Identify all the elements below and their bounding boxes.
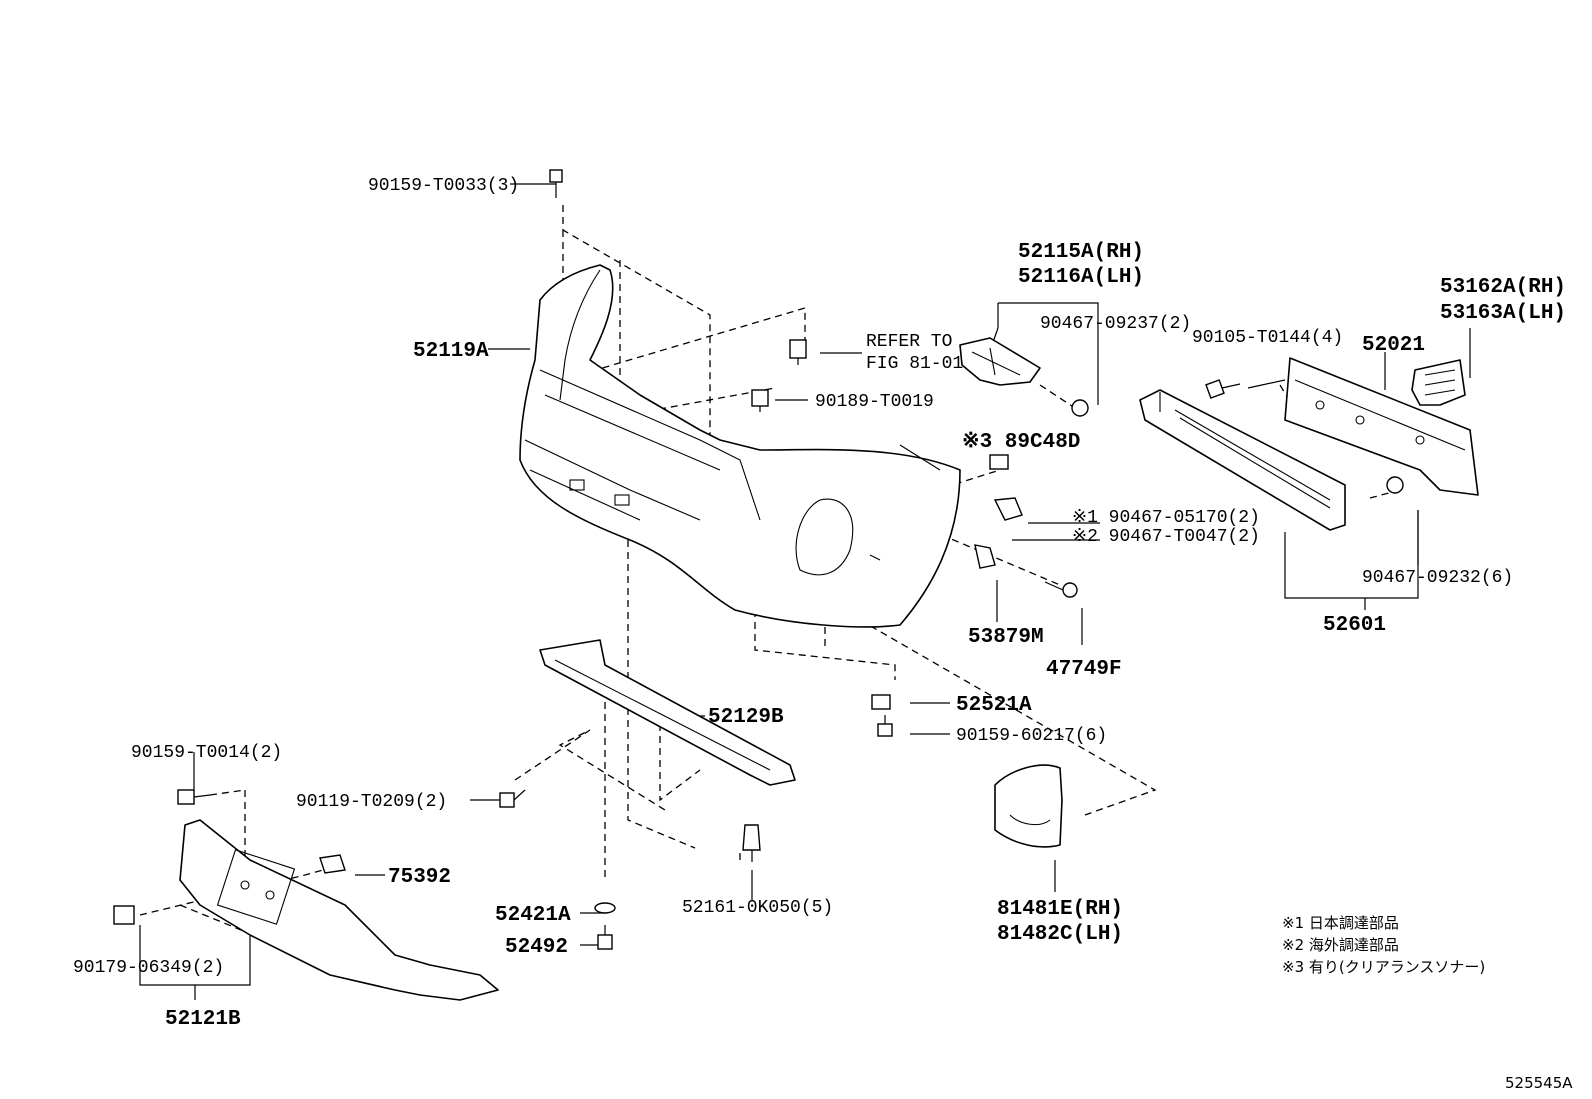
callout-53162a: 53162A(RH) [1440, 276, 1566, 299]
callout-52021: 52021 [1362, 334, 1425, 357]
callout-90467-t0047: ※2 90467-T0047(2) [1072, 527, 1260, 547]
bracket-53162a [1411, 359, 1466, 406]
lower-cover-52121b [179, 819, 499, 1001]
bolt-52492-icon [597, 925, 613, 950]
callout-52492: 52492 [505, 936, 568, 959]
bolt-90105-t0144-icon [1205, 379, 1241, 399]
illustration-id: 525545A [1505, 1074, 1573, 1092]
callout-90467-05170: ※1 90467-05170(2) [1072, 508, 1260, 528]
callout-90105-t0144: 90105-T0144(4) [1192, 328, 1343, 348]
callout-labels: 90159-T0033(3) 52119A REFER TO FIG 81-01… [73, 176, 1566, 1031]
clip-52161-0k050-icon [742, 824, 761, 862]
notes-legend: ※1 日本調達部品 ※2 海外調達部品 ※3 有り(クリアランスソナー) [1282, 914, 1485, 976]
clip-90189-t0019-icon [751, 389, 769, 412]
callout-90467-09232: 90467-09232(6) [1362, 568, 1513, 588]
lower-support-52129b [539, 639, 796, 786]
rear-bumper-cover [519, 264, 961, 628]
callout-refer-to: REFER TO [866, 332, 952, 352]
leader-lines [139, 183, 1471, 1000]
sensor-89c48d-icon [989, 454, 1009, 470]
bolt-90159-t0014-icon [177, 789, 211, 805]
nut-90467-09237-icon [1071, 399, 1089, 417]
callout-89c48d: ※3 89C48D [962, 430, 1080, 454]
callout-90159-60217: 90159-60217(6) [956, 726, 1107, 746]
bolt-90159-t0033-icon [549, 169, 563, 198]
bolt-90159-60217-icon [877, 715, 893, 737]
callout-75392: 75392 [388, 866, 451, 889]
mud-guard-81481e [994, 764, 1063, 848]
nut-90179-06349-icon [113, 905, 135, 925]
callout-52521a: 52521A [956, 694, 1032, 717]
callout-90159-t0014: 90159-T0014(2) [131, 743, 282, 763]
callout-52161-0k050: 52161-0K050(5) [682, 898, 833, 918]
note-2: ※2 海外調達部品 [1282, 936, 1399, 954]
callout-52119a: 52119A [413, 340, 489, 363]
clip-refer-fig-icon [789, 339, 807, 365]
energy-absorber-52601 [1139, 389, 1346, 531]
callout-90467-09237: 90467-09237(2) [1040, 314, 1191, 334]
bolt-90119-t0209-icon [499, 789, 526, 808]
nut-90467-09232-icon [1386, 476, 1404, 494]
note-3: ※3 有り(クリアランスソナー) [1282, 958, 1485, 976]
clip-75392-icon [319, 854, 346, 874]
note-1: ※1 日本調達部品 [1282, 914, 1399, 932]
callout-90119-t0209: 90119-T0209(2) [296, 792, 447, 812]
callout-52116a: 52116A(LH) [1018, 266, 1144, 289]
clip-53879m-icon [974, 544, 996, 569]
callout-52121b: 52121B [165, 1008, 241, 1031]
callout-52601: 52601 [1323, 614, 1386, 637]
fasteners [113, 169, 1404, 950]
callout-81482c: 81482C(LH) [997, 923, 1123, 946]
callout-fig-81-01: FIG 81-01 [866, 354, 963, 374]
callout-47749f: 47749F [1046, 658, 1122, 681]
callout-52115a: 52115A(RH) [1018, 241, 1144, 264]
clip-90467-05170-icon [993, 497, 1023, 521]
washer-52421a-icon [594, 902, 616, 914]
nut-52521a-icon [871, 694, 891, 710]
callout-52421a: 52421A [495, 904, 571, 927]
callout-90159-t0033: 90159-T0033(3) [368, 176, 519, 196]
bumper-reinforcement-52021 [1284, 357, 1479, 496]
callout-52129b: 52129B [708, 706, 784, 729]
screw-47749f-icon [1044, 581, 1078, 598]
callout-81481e: 81481E(RH) [997, 898, 1123, 921]
callout-90179-06349: 90179-06349(2) [73, 958, 224, 978]
callout-53163a: 53163A(LH) [1440, 302, 1566, 325]
callout-90189-t0019: 90189-T0019 [815, 392, 934, 412]
callout-53879m: 53879M [968, 626, 1044, 649]
side-bracket-52115a [959, 337, 1041, 386]
